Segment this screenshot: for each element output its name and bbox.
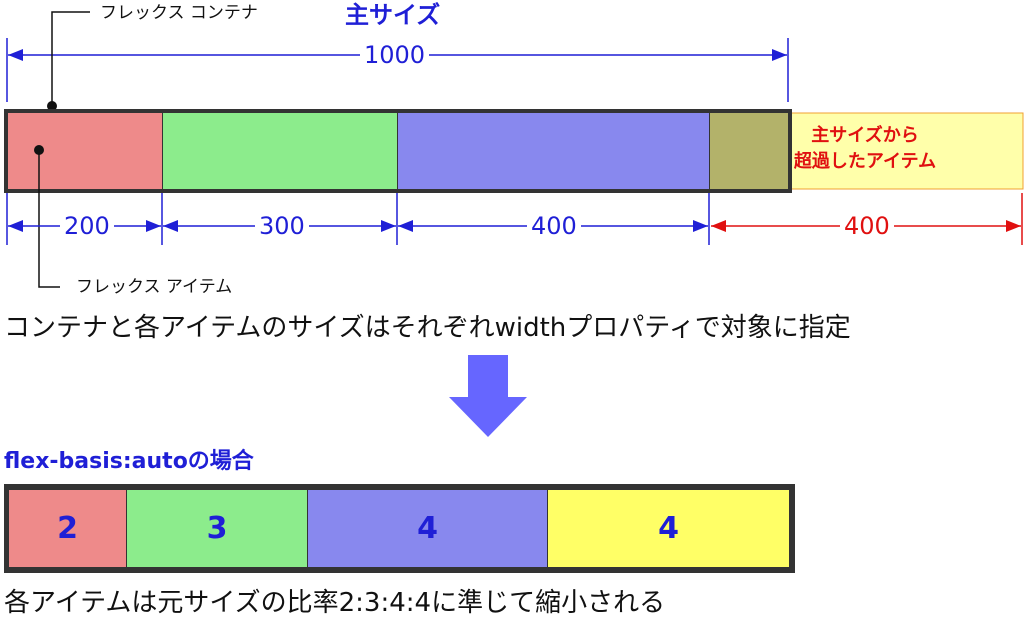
overflow-label-line1: 主サイズから	[811, 125, 919, 146]
item3-width-label: 400	[527, 214, 581, 238]
shrunk-item-1	[9, 490, 126, 567]
item2-width-label: 300	[255, 214, 309, 238]
shrunk-item-3	[308, 490, 547, 567]
item1-width-label: 200	[60, 214, 114, 238]
shrunk-item-4	[548, 490, 789, 567]
overflow-item-label: 主サイズから 超過したアイテム	[740, 123, 990, 175]
ratio-label-4: 4	[658, 511, 679, 546]
overflow-overlap	[710, 113, 788, 189]
ratio-label-2: 3	[206, 511, 228, 546]
container-callout-label: フレックス コンテナ	[100, 3, 258, 23]
flex-item-1	[8, 113, 162, 189]
flex-basis-heading: flex-basis:autoの場合	[4, 449, 254, 474]
flex-item-3	[398, 113, 709, 189]
ratio-label-1: 2	[57, 511, 78, 546]
item-callout-leader	[34, 145, 60, 288]
shrunk-item-2	[127, 490, 307, 567]
overflow-label-line2: 超過したアイテム	[793, 151, 937, 172]
top-caption: コンテナと各アイテムのサイズはそれぞれwidthプロパティで対象に指定	[4, 313, 851, 343]
ratio-label-3: 4	[417, 511, 438, 546]
main-size-title: 主サイズ	[345, 1, 441, 29]
flex-item-2	[163, 113, 397, 189]
container-width-label: 1000	[360, 43, 430, 67]
container-callout-leader	[47, 11, 90, 111]
down-arrow-icon	[449, 355, 527, 437]
overflow-width-label: 400	[840, 214, 894, 238]
bottom-caption: 各アイテムは元サイズの比率2:3:4:4に準じて縮小される	[4, 588, 666, 618]
item-callout-label: フレックス アイテム	[76, 277, 233, 297]
